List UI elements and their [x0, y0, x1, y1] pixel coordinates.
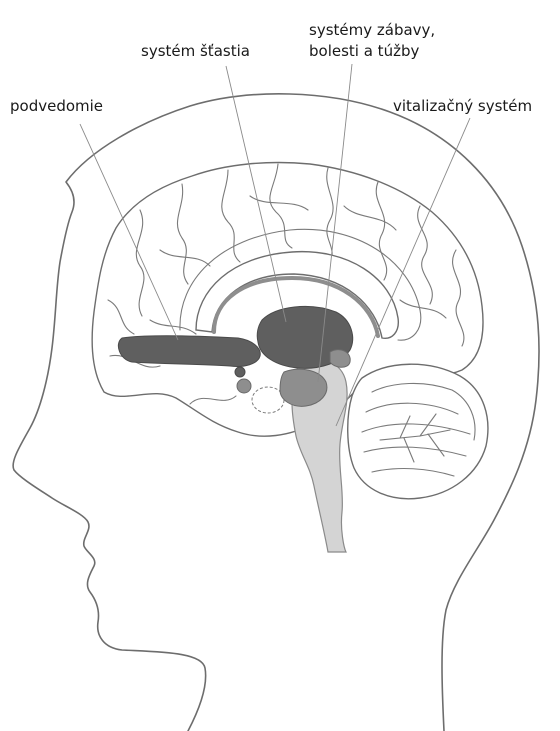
mammillary-body: [330, 350, 350, 368]
amygdala: [237, 379, 251, 393]
pleasure-region: [280, 369, 327, 406]
cerebellum: [348, 364, 488, 499]
label-vitalization: vitalizačný systém: [393, 97, 532, 115]
hypothalamus: [235, 367, 245, 377]
label-subconscious: podvedomie: [10, 97, 103, 115]
subconscious-region: [118, 336, 260, 367]
label-pleasure-line2: bolesti a túžby: [309, 42, 419, 60]
label-happiness: systém šťastia: [141, 42, 250, 60]
label-pleasure-line1: systémy zábavy,: [309, 21, 435, 39]
